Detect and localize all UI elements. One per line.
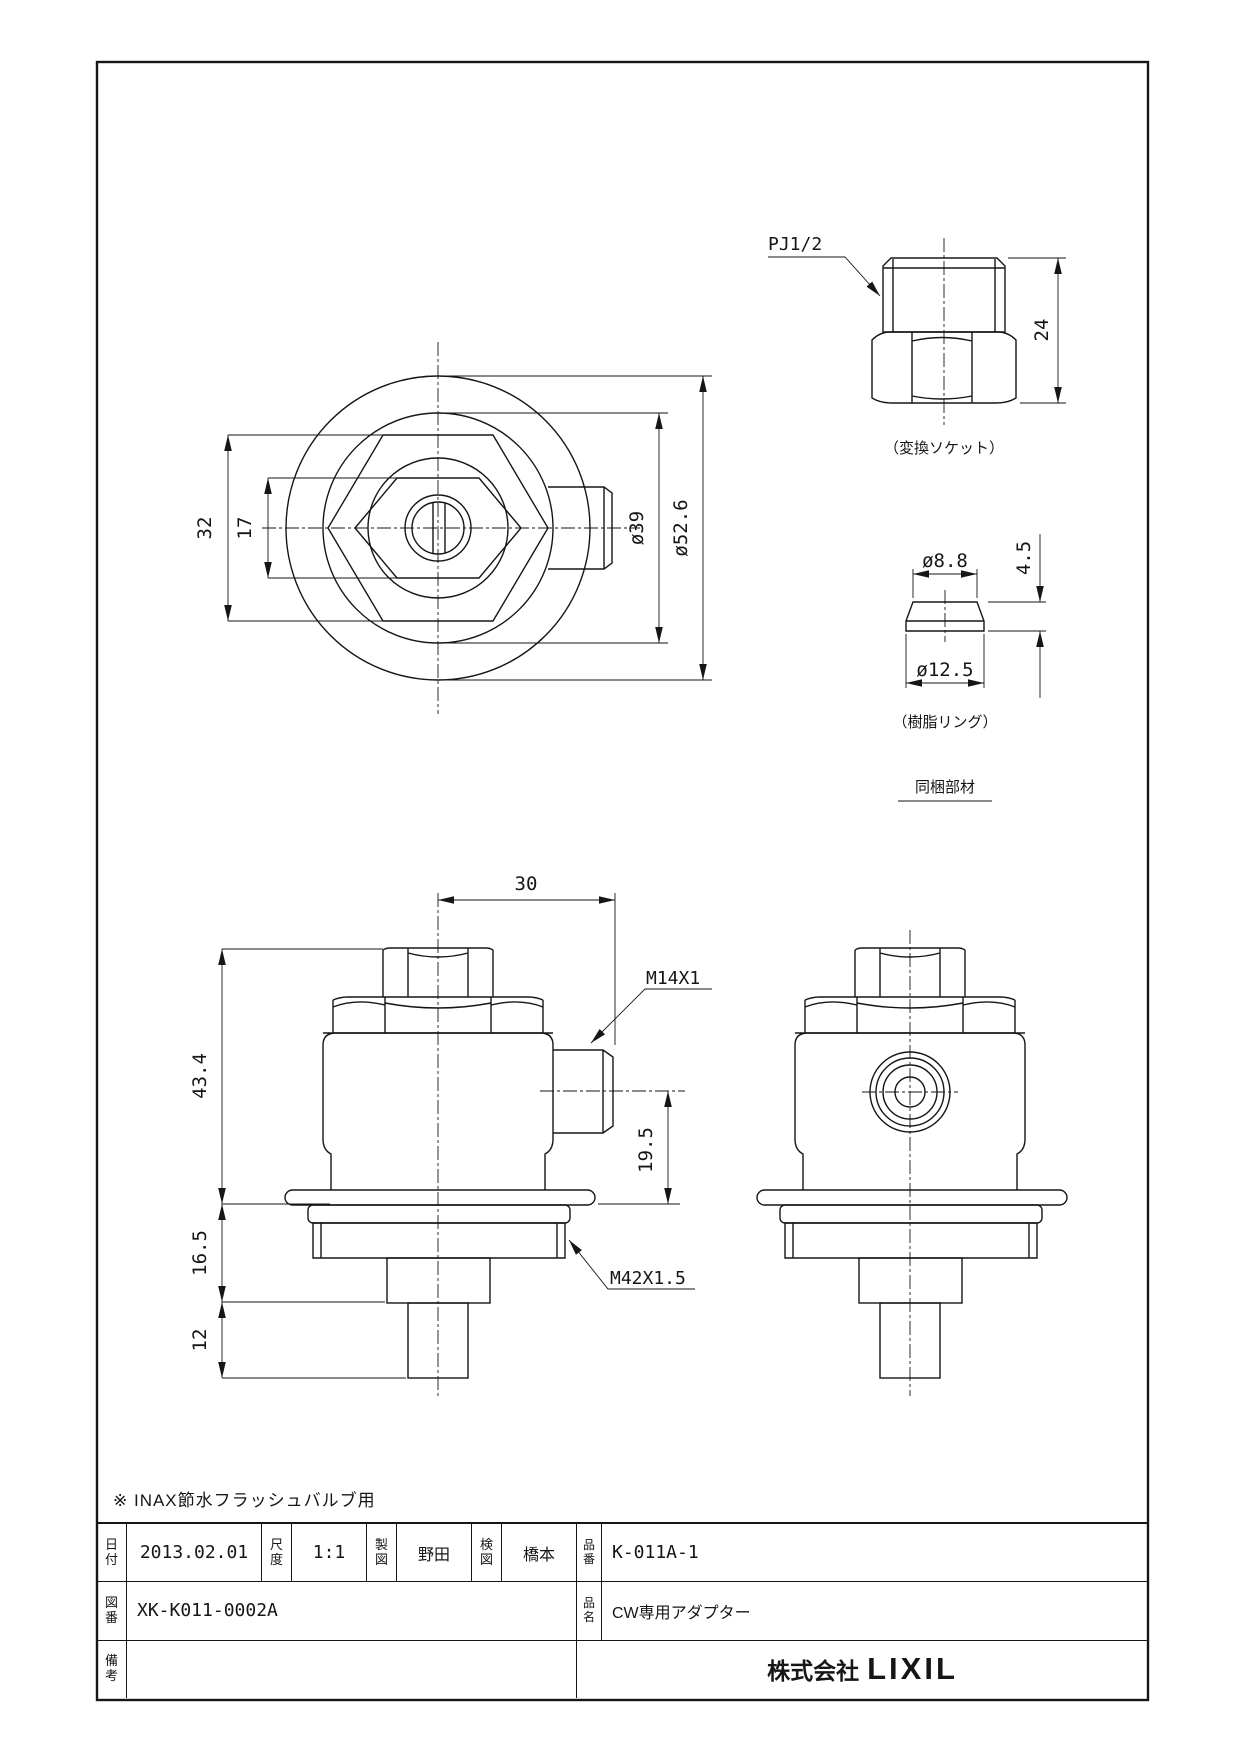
date-value: 2013.02.01 (127, 1524, 262, 1582)
dim-d125: ø12.5 (916, 659, 973, 681)
pj12-leader (768, 256, 881, 297)
plan-centerlines (262, 342, 640, 714)
drawing-no-label: 図番 (104, 1595, 118, 1625)
part-no-label-cell: 品番 (577, 1524, 602, 1582)
dim-24: 24 (1031, 319, 1053, 342)
checker-value: 橋本 (502, 1524, 577, 1582)
part-no-value: K-011A-1 (612, 1542, 699, 1564)
side-port (553, 1049, 614, 1134)
dim45-extlines (988, 601, 1046, 632)
body-outline (322, 1032, 554, 1190)
product-name-label: 品名 (582, 1596, 595, 1624)
dim-165: 16.5 (189, 1230, 211, 1276)
stem (407, 1302, 469, 1379)
slot-lines (432, 503, 446, 553)
dim-12: 12 (189, 1329, 211, 1352)
stem-right (879, 1302, 941, 1379)
product-name-label-cell: 品名 (577, 1582, 602, 1640)
dim-d526: ø52.6 (670, 499, 692, 556)
hex-drive (386, 1257, 491, 1304)
checker-label-cell: 検図 (472, 1524, 502, 1582)
socket-hex-nut (871, 331, 1017, 404)
product-name-value: CW専用アダプター (612, 1604, 751, 1622)
drawing-note: ※ INAX節水フラッシュバルブ用 (113, 1491, 376, 1510)
dim-32: 32 (194, 517, 216, 540)
dim125-extlines (905, 634, 985, 688)
hex-drive-right (858, 1257, 963, 1304)
dim-17: 17 (234, 517, 256, 540)
dim434-extlines (222, 948, 383, 1205)
mount-thread (312, 1222, 566, 1259)
ring-profile (905, 601, 985, 632)
port-face-ring3 (882, 1064, 938, 1120)
date-label: 日付 (104, 1536, 118, 1567)
company-name: LIXIL (867, 1651, 958, 1687)
front-view-right (756, 930, 1068, 1396)
remarks-value (127, 1640, 577, 1698)
title-block-row-3: 備考 株式会社 LIXIL (97, 1640, 1148, 1698)
drafter-label: 製図 (374, 1536, 388, 1567)
dim-434: 43.4 (189, 1053, 211, 1099)
m42-label: M42X1.5 (610, 1268, 686, 1289)
socket-caption: （変換ソケット） (884, 440, 1004, 457)
outer-circle (285, 375, 591, 681)
socket-thread-body (882, 257, 1006, 333)
port-face-ring2 (875, 1057, 945, 1127)
collar (307, 1204, 571, 1224)
pj12-label: PJ1/2 (768, 234, 822, 255)
part-no-label: 品番 (582, 1537, 595, 1566)
date-label-cell: 日付 (97, 1524, 127, 1582)
inner-circle (404, 494, 472, 562)
sheet-frame (95, 60, 1150, 1702)
top-nut (382, 947, 494, 997)
dim-d88: ø8.8 (922, 550, 968, 572)
m14-leader (590, 988, 712, 1044)
remarks-label: 備考 (104, 1653, 118, 1684)
scale-value: 1:1 (292, 1524, 367, 1582)
m42-leader (568, 1239, 695, 1290)
drawing-no-value: XK-K011-0002A (127, 1582, 577, 1640)
port-face-outer (869, 1051, 951, 1133)
plan-view: 32 17 ø39 ø52.6 (194, 342, 712, 714)
scale-label: 尺度 (269, 1536, 283, 1567)
mount-thread-right (784, 1222, 1038, 1259)
dim-195: 19.5 (635, 1127, 657, 1173)
title-block-row-1: 日付 2013.02.01 尺度 1:1 製図 野田 検図 橋本 品番 K-01… (97, 1524, 1148, 1583)
drafter-label-cell: 製図 (367, 1524, 397, 1582)
dim39-extlines (445, 412, 668, 644)
title-block: 日付 2013.02.01 尺度 1:1 製図 野田 検図 橋本 品番 K-01… (97, 1522, 1148, 1698)
checker-label: 検図 (479, 1536, 493, 1567)
dim-d39: ø39 (626, 511, 648, 545)
drafter-value: 野田 (397, 1524, 472, 1582)
dim32-extlines (228, 434, 392, 622)
remarks-label-cell: 備考 (97, 1640, 127, 1698)
company-prefix: 株式会社 (767, 1658, 860, 1685)
bore-circle (411, 501, 465, 555)
included-parts-label: 同梱部材 (915, 779, 975, 796)
flange-right (756, 1189, 1068, 1206)
scale-label-cell: 尺度 (262, 1524, 292, 1582)
title-block-row-2: 図番 XK-K011-0002A 品名 CW専用アダプター (97, 1582, 1148, 1641)
side-port-plan (548, 486, 613, 570)
top-nut-right (854, 947, 966, 997)
collar-right (779, 1204, 1043, 1224)
dim-45: 4.5 (1013, 541, 1035, 575)
d39-circle (322, 412, 554, 644)
flange (284, 1189, 596, 1206)
mid-circle (367, 457, 509, 599)
port-face-bore (894, 1076, 926, 1108)
ring-view: ø8.8 ø12.5 4.5 （樹脂リング） 同梱部材 (892, 534, 1046, 802)
front-view-left: 30 43.4 16.5 12 19.5 M14X1 M42X1.5 (189, 873, 712, 1396)
m14-label: M14X1 (646, 968, 700, 989)
dim526-extlines (442, 375, 712, 681)
body-outline-right (794, 1032, 1026, 1190)
ring-caption: （樹脂リング） (892, 714, 997, 731)
drawing-no-label-cell: 図番 (97, 1582, 127, 1640)
dim17-extlines (268, 477, 400, 579)
dim-30: 30 (515, 873, 538, 895)
socket-view: PJ1/2 24 （変換ソケット） (768, 234, 1066, 457)
company-logo: 株式会社 LIXIL (577, 1641, 1148, 1698)
